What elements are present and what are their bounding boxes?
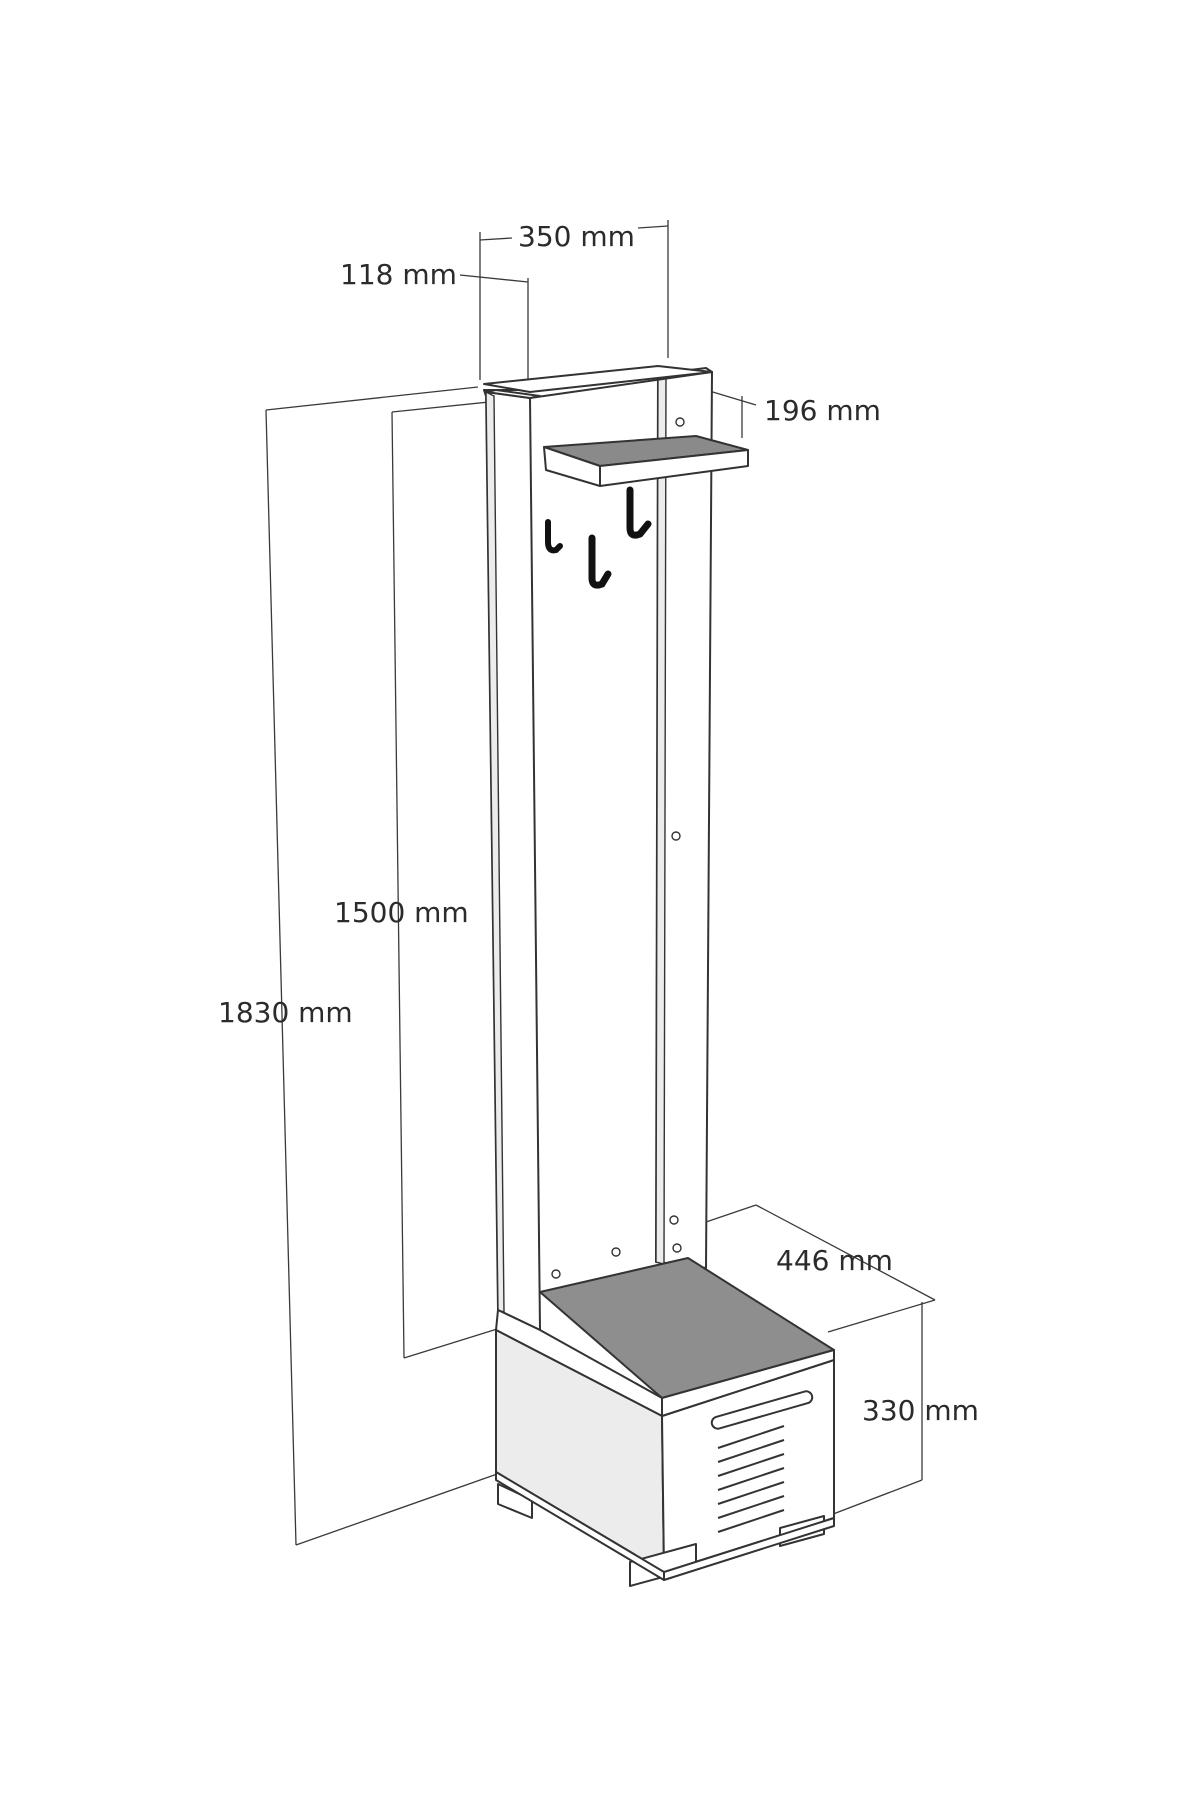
dim-446-lines <box>705 1204 936 1333</box>
dim-196-lines <box>705 389 757 438</box>
dim-1830-lines <box>265 386 501 1546</box>
drawer-handle <box>710 1390 814 1430</box>
hook-1-icon <box>545 519 563 554</box>
hook-2-icon <box>588 534 612 589</box>
top-shelf <box>543 435 749 487</box>
cabinet-feet <box>495 1471 835 1587</box>
label-330: 330 mm <box>862 1394 979 1427</box>
front-panel <box>485 389 541 1331</box>
dim-330-lines <box>827 1302 923 1517</box>
top-rail <box>483 365 713 399</box>
screw-holes <box>551 417 685 1279</box>
label-196: 196 mm <box>764 394 881 427</box>
drawer-vents <box>717 1425 785 1533</box>
label-1500: 1500 mm <box>334 896 469 929</box>
dim-118-lines <box>459 274 529 385</box>
label-446: 446 mm <box>776 1244 893 1277</box>
dim-350-lines <box>479 220 669 380</box>
hook-3-icon <box>626 486 652 539</box>
back-panel <box>655 366 713 1269</box>
label-1830: 1830 mm <box>218 996 353 1029</box>
coat-hooks <box>545 486 652 589</box>
label-350: 350 mm <box>518 220 635 253</box>
label-118: 118 mm <box>340 258 457 291</box>
